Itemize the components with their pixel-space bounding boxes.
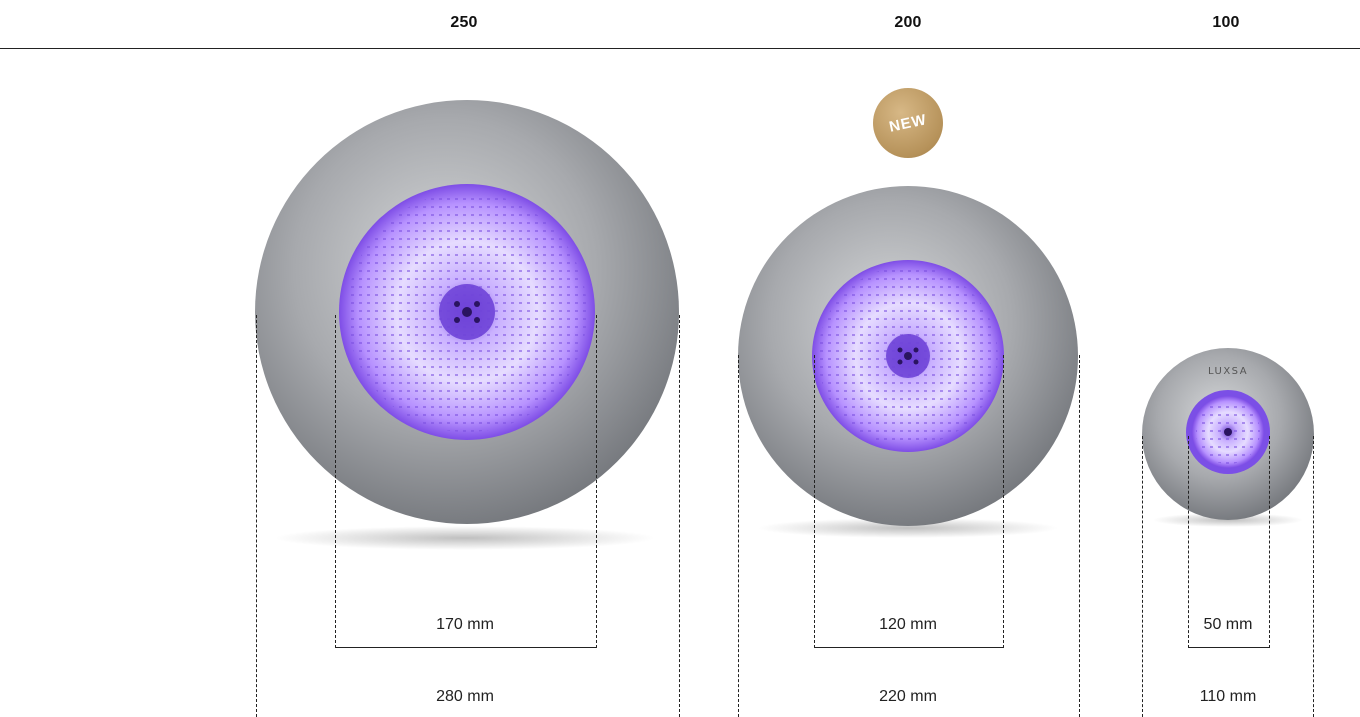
dim-200-inner-left — [814, 355, 815, 648]
new-badge: NEW — [873, 88, 943, 158]
dim-100-outer-label: 110 mm — [1199, 688, 1257, 705]
dim-250-outer-right — [679, 315, 680, 717]
dim-100-inner-label: 50 mm — [1203, 616, 1253, 633]
size-label-200: 200 — [894, 14, 922, 31]
dim-100-inner-right — [1269, 436, 1270, 648]
dim-100-outer-left — [1142, 436, 1143, 717]
dim-200-inner-label: 120 mm — [879, 616, 937, 633]
new-badge-text: NEW — [887, 110, 929, 136]
size-label-250: 250 — [450, 14, 478, 31]
light-fixture-100 — [1136, 340, 1320, 540]
light-fixture-250 — [245, 100, 685, 560]
dim-250-outer-left — [256, 315, 257, 717]
dim-200-outer-left — [738, 355, 739, 717]
size-label-100: 100 — [1212, 14, 1240, 31]
dim-250-inner-left — [335, 315, 336, 648]
dim-100-outer-right — [1313, 436, 1314, 717]
header-divider — [0, 48, 1360, 49]
dim-200-inner-right — [1003, 355, 1004, 648]
dim-100-inner-bar — [1188, 647, 1269, 648]
dim-200-inner-bar — [814, 647, 1003, 648]
dim-250-inner-right — [596, 315, 597, 648]
light-fixture-200 — [730, 180, 1090, 550]
dim-250-outer-label: 280 mm — [436, 688, 494, 705]
dim-250-inner-label: 170 mm — [436, 616, 494, 633]
brand-logo-luxsa: LUXSA — [1207, 366, 1249, 377]
dim-200-outer-right — [1079, 355, 1080, 717]
dim-100-inner-left — [1188, 436, 1189, 648]
dim-200-outer-label: 220 mm — [879, 688, 937, 705]
dim-250-inner-bar — [335, 647, 596, 648]
